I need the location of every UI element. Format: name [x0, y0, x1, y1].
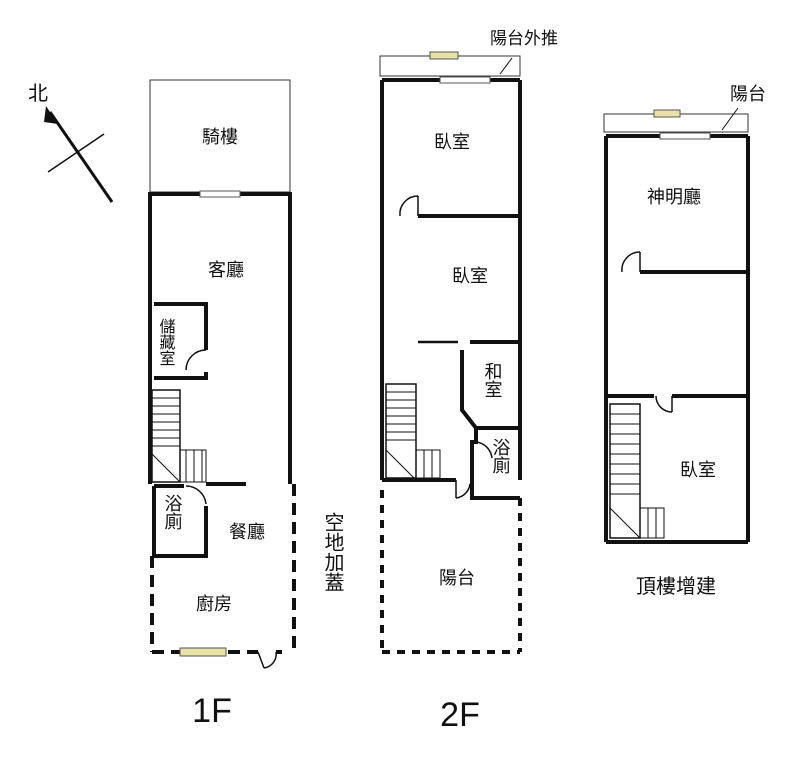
room-bath-2f-label: 浴廁: [490, 438, 511, 475]
room-dining-label: 餐廳: [229, 522, 265, 543]
room-shrine-label: 神明廳: [647, 187, 701, 208]
floor-2f: 臥室 臥室 和室 浴廁 陽台 陽台外推 2F: [379, 29, 558, 734]
roof-title: 頂樓增建: [636, 574, 716, 598]
north-arrow-icon: [44, 106, 58, 124]
floor-1f-title: 1F: [192, 692, 232, 730]
floor-roof: 神明廳 臥室 陽台 頂樓增建: [603, 84, 766, 598]
room-japanese-label: 和室: [482, 362, 503, 398]
compass: 北: [28, 81, 114, 203]
room-arcade-label: 騎樓: [202, 127, 238, 148]
room-living-label: 客廳: [208, 260, 244, 281]
room-bedroom-roof-label: 臥室: [680, 460, 716, 481]
room-kitchen-label: 廚房: [196, 593, 232, 615]
room-bedroom2-label: 臥室: [452, 266, 488, 287]
floor-2f-title: 2F: [440, 696, 480, 734]
floor-1f: 騎樓 客廳 儲藏室 浴廁 餐廳 廚房 空地加蓋 1F: [148, 79, 345, 730]
room-storage-label: 儲藏室: [157, 318, 176, 366]
room-balcony-2f-label: 陽台: [439, 568, 475, 589]
balcony-roof-note: 陽台: [730, 84, 766, 105]
room-bedroom1-label: 臥室: [434, 132, 470, 153]
room-bath-1f-label: 浴廁: [162, 494, 183, 531]
yard-label: 空地加蓋: [321, 512, 345, 592]
compass-label: 北: [28, 81, 48, 105]
balcony-pushout-note: 陽台外推: [490, 29, 558, 49]
